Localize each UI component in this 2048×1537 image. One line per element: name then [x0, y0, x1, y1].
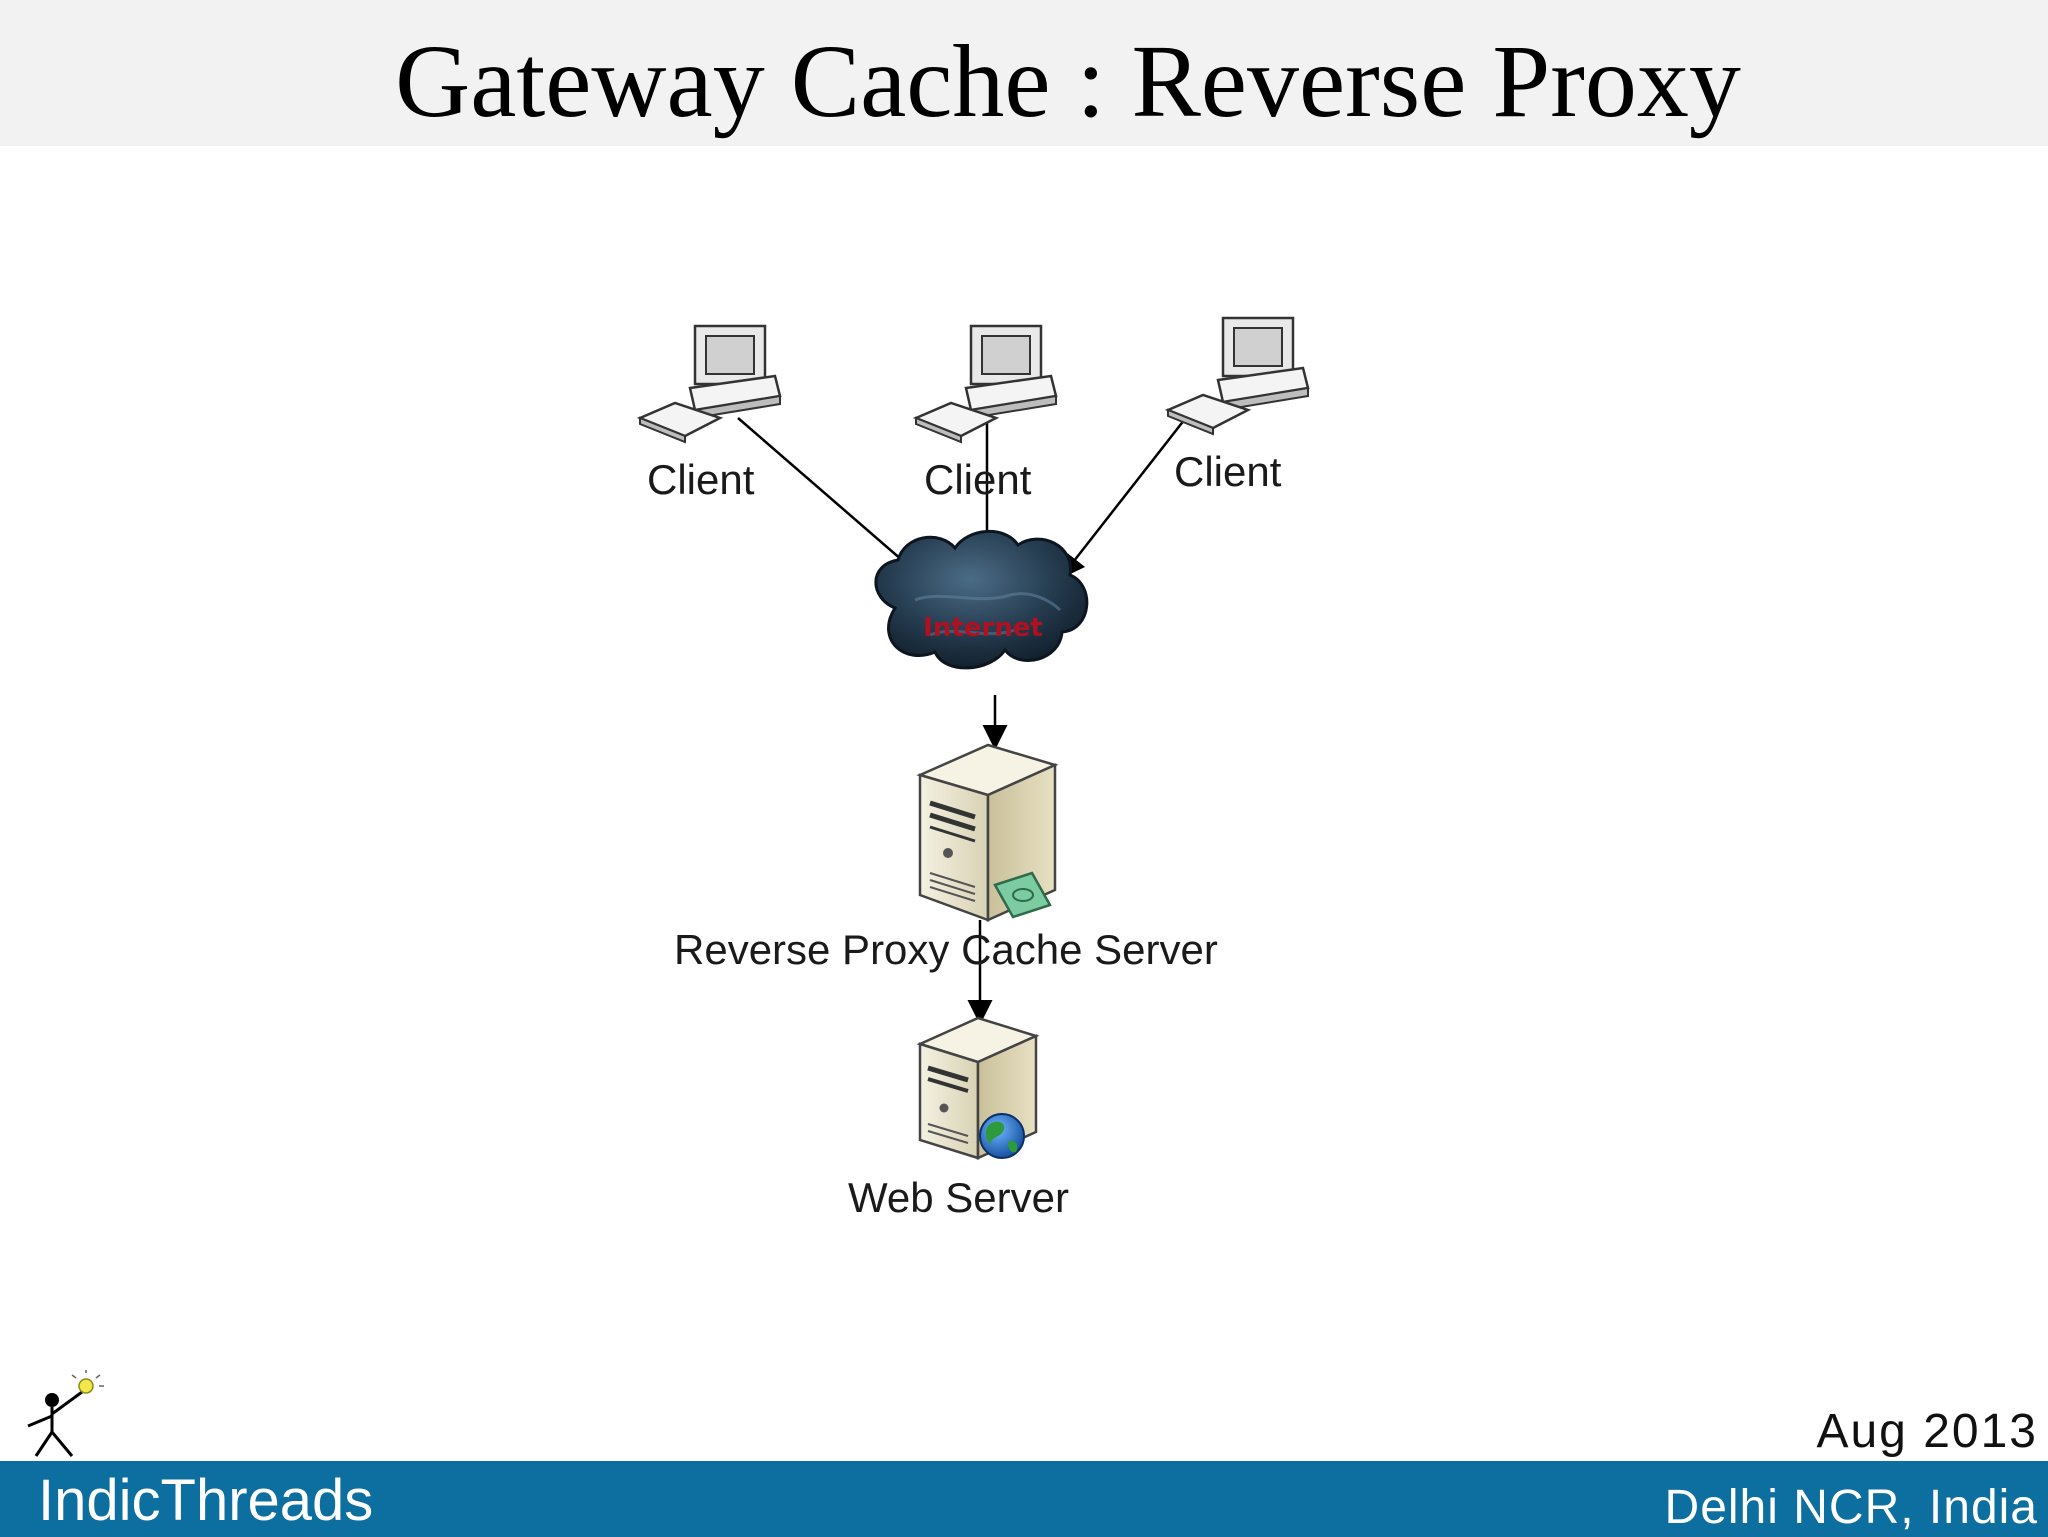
event-location: Delhi NCR, India: [1664, 1481, 2038, 1534]
internet-label: Internet: [923, 613, 1043, 643]
desktop-computer-icon: [636, 324, 782, 444]
desktop-computer-icon: [912, 324, 1058, 444]
web-server-label: Web Server: [848, 1174, 1069, 1221]
proxy-server-label: Reverse Proxy Cache Server: [674, 926, 1218, 973]
server-cache-icon: [916, 743, 1059, 922]
footer-bar: [0, 1461, 2048, 1537]
desktop-computer-icon: [1164, 316, 1310, 436]
slide-title: Gateway Cache : Reverse Proxy: [395, 24, 1741, 139]
server-globe-icon: [916, 1016, 1040, 1160]
stick-figure-lightbulb-logo: [27, 1370, 104, 1457]
brand-name: IndicThreads: [38, 1468, 374, 1533]
client-label-2: Client: [924, 456, 1032, 503]
client-label-1: Client: [647, 456, 755, 503]
presentation-date: Aug 2013: [1816, 1405, 2038, 1458]
client-label-3: Client: [1174, 448, 1282, 495]
cloud-icon: [874, 530, 1089, 670]
arrow-client1-internet: [737, 417, 929, 584]
title-bar: [0, 0, 2048, 146]
arrow-client3-internet: [1059, 409, 1193, 579]
